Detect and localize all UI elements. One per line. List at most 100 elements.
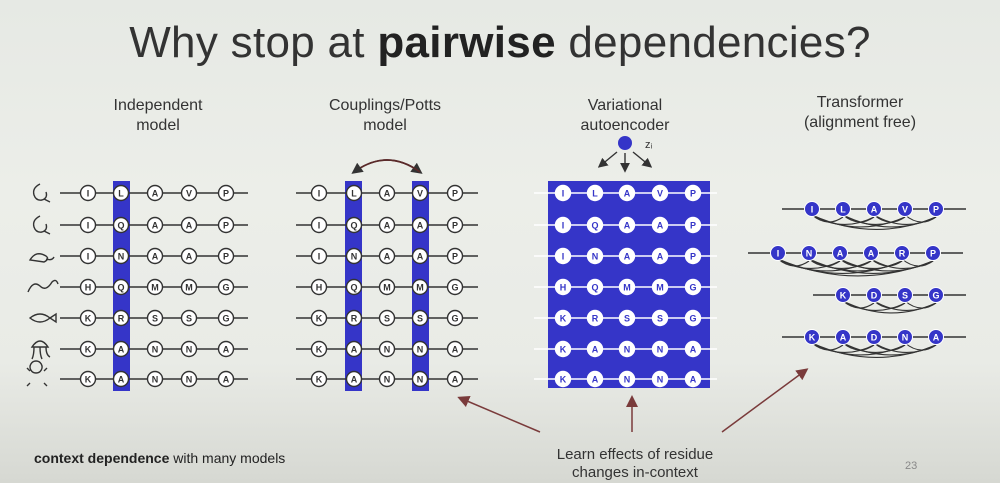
residue-letter: A (417, 252, 424, 262)
residue-letter: Q (591, 221, 598, 231)
residue-letter: P (223, 221, 229, 231)
residue-circle (835, 287, 851, 303)
residue-circle (112, 309, 130, 327)
residue-letter: R (351, 314, 358, 324)
residue-circle (217, 340, 235, 358)
residue-letter: G (932, 291, 939, 301)
residue-circle (180, 340, 198, 358)
residue-circle (554, 278, 572, 296)
residue-letter: N (592, 252, 599, 262)
residue-letter: G (451, 314, 458, 324)
residue-letter: A (384, 252, 391, 262)
residue-circle (684, 370, 702, 388)
residue-letter: A (152, 221, 159, 231)
residue-letter: A (690, 375, 697, 385)
heading-line: Transformer (816, 94, 904, 111)
residue-circle (180, 309, 198, 327)
residue-letter: P (690, 252, 696, 262)
residue-letter: I (318, 189, 321, 199)
independent-model-heading: Independent model (88, 96, 228, 136)
attention-arc (904, 300, 937, 309)
residue-letter: P (930, 249, 936, 259)
residue-circle (180, 247, 198, 265)
residue-circle (446, 278, 464, 296)
residue-circle (378, 370, 396, 388)
residue-circle (770, 245, 786, 261)
residue-letter: P (452, 252, 458, 262)
residue-circle (310, 184, 328, 202)
residue-circle (411, 340, 429, 358)
residue-circle (411, 278, 429, 296)
residue-circle (651, 278, 669, 296)
residue-circle (651, 309, 669, 327)
residue-letter: A (871, 205, 878, 215)
residue-circle (112, 216, 130, 234)
residue-circle (586, 340, 604, 358)
residue-letter: A (624, 221, 631, 231)
residue-letter: H (316, 283, 323, 293)
residue-circle (446, 309, 464, 327)
residue-circle (310, 340, 328, 358)
residue-circle (345, 216, 363, 234)
residue-circle (146, 247, 164, 265)
monkey-icon-path (32, 215, 51, 235)
residue-letter: A (933, 333, 940, 343)
residue-circle (79, 184, 97, 202)
residue-letter: N (902, 333, 909, 343)
residue-letter: M (416, 283, 424, 293)
mouse-icon-path (28, 253, 55, 263)
residue-circle (835, 201, 851, 217)
residue-letter: D (871, 333, 878, 343)
residue-letter: A (657, 252, 664, 262)
residue-letter: I (811, 205, 814, 215)
residue-circle (897, 201, 913, 217)
residue-letter: K (560, 375, 567, 385)
residue-letter: V (657, 189, 663, 199)
residue-circle (446, 247, 464, 265)
residue-letter: N (118, 252, 125, 262)
residue-letter: K (316, 345, 323, 355)
residue-circle (345, 340, 363, 358)
attention-arc (839, 258, 934, 272)
residue-letter: P (452, 221, 458, 231)
residue-letter: A (592, 375, 599, 385)
residue-letter: Q (350, 283, 357, 293)
residue-circle (310, 370, 328, 388)
heading-line: Variational (587, 97, 663, 114)
residue-circle (411, 247, 429, 265)
residue-circle (651, 370, 669, 388)
vae-heading: Variational autoencoder (555, 96, 695, 136)
residue-letter: A (868, 249, 875, 259)
residue-circle (146, 309, 164, 327)
residue-circle (863, 245, 879, 261)
residue-letter: K (316, 314, 323, 324)
residue-circle (618, 216, 636, 234)
coupling-arrow (351, 159, 421, 174)
heading-line: model (363, 117, 407, 134)
jellyfish-icon (30, 340, 51, 360)
residue-letter: N (351, 252, 358, 262)
residue-circle (446, 370, 464, 388)
residue-letter: A (690, 345, 697, 355)
fish-icon-path (28, 312, 57, 324)
fish-icon (28, 312, 57, 324)
residue-circle (217, 216, 235, 234)
residue-circle (378, 184, 396, 202)
residue-letter: N (657, 345, 664, 355)
attention-arc (842, 214, 937, 228)
residue-circle (928, 201, 944, 217)
residue-circle (586, 309, 604, 327)
residue-letter: N (806, 249, 813, 259)
residue-letter: N (384, 375, 391, 385)
callout-line: changes in-context (572, 464, 698, 481)
residue-circle (618, 184, 636, 202)
residue-letter: G (689, 283, 696, 293)
residue-circle (554, 247, 572, 265)
title-suffix: dependencies? (555, 18, 871, 67)
attention-arc (904, 342, 937, 351)
residue-circle (180, 370, 198, 388)
latent-arrow (632, 151, 653, 168)
residue-circle (180, 216, 198, 234)
residue-letter: K (316, 375, 323, 385)
residue-circle (345, 247, 363, 265)
